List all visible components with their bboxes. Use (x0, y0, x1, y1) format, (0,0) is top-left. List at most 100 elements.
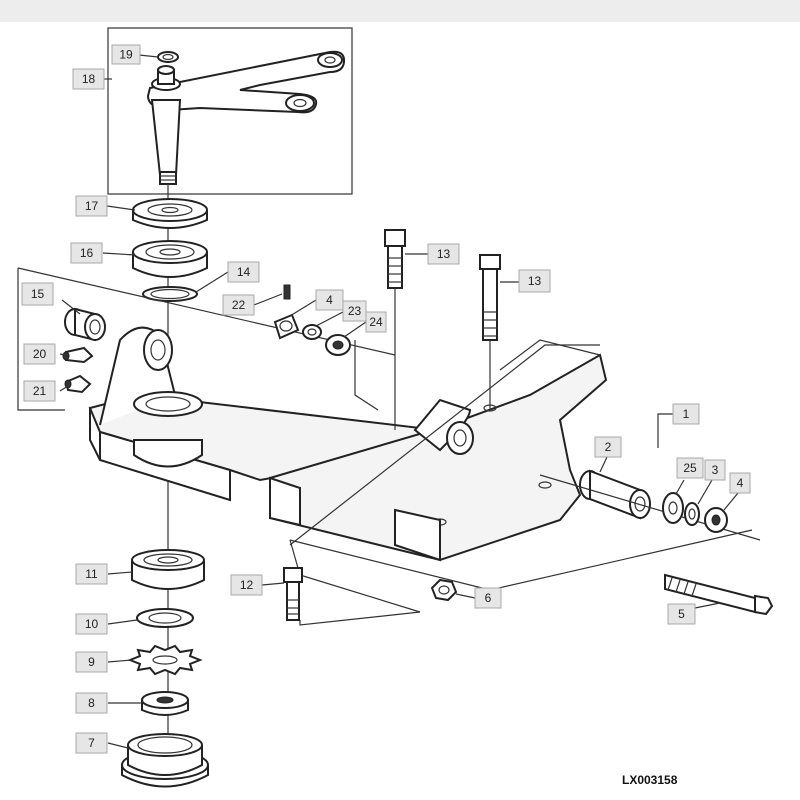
callout-number: 14 (237, 265, 251, 279)
callout-box (75, 651, 108, 673)
callout-box (75, 692, 108, 714)
callout-number: 19 (119, 48, 133, 62)
callout-box (75, 732, 108, 754)
callout-number: 20 (33, 347, 47, 361)
callout-number: 1 (683, 407, 690, 421)
bolt-23 (384, 229, 406, 430)
callout-box (75, 613, 108, 635)
upper-bearing-stack (132, 198, 208, 302)
callout-box (23, 343, 56, 365)
grease-nipple-group (273, 284, 351, 356)
callout-number: 9 (88, 655, 95, 669)
callout-18[interactable]: 18 (72, 68, 105, 90)
callout-box (21, 282, 54, 306)
callout-number: 16 (80, 246, 94, 260)
bolt-24 (479, 254, 501, 410)
callout-box (729, 472, 751, 494)
callout-number: 5 (678, 607, 685, 621)
callout-box (427, 243, 460, 265)
callout-box (704, 459, 726, 481)
callout-box (111, 44, 141, 65)
callout-number: 23 (348, 304, 362, 318)
callout-6[interactable]: 6 (474, 587, 502, 609)
bolt-5 (664, 573, 774, 616)
callout-number: 8 (88, 696, 95, 710)
callout-7[interactable]: 7 (75, 732, 108, 754)
frame-plane-left (17, 268, 65, 411)
callout-25[interactable]: 25 (676, 457, 704, 479)
callout-23[interactable]: 23 (342, 300, 367, 322)
right-axis (539, 474, 761, 541)
callout-19[interactable]: 19 (111, 44, 141, 65)
callout-box (518, 269, 551, 293)
callout-2[interactable]: 2 (594, 436, 622, 458)
callout-number: 11 (85, 567, 98, 581)
callout-number: 24 (369, 315, 383, 329)
callout-number: 25 (683, 461, 697, 475)
callout-17[interactable]: 17 (75, 195, 108, 217)
callout-number: 17 (85, 199, 99, 213)
callout-number: 13 (437, 247, 451, 261)
callout-number: 2 (605, 440, 612, 454)
callout-5[interactable]: 5 (667, 603, 696, 625)
callout-11[interactable]: 11 (75, 563, 108, 585)
callout-box (474, 587, 502, 609)
callout-number: 12 (240, 578, 254, 592)
callout-20[interactable]: 20 (23, 343, 56, 365)
callout-box (672, 403, 700, 425)
callout-number: 6 (485, 591, 492, 605)
callout-number: 15 (31, 287, 45, 301)
bushing-15 (64, 307, 106, 342)
leader-lines (59, 54, 739, 749)
callout-8[interactable]: 8 (75, 692, 108, 714)
callout-9[interactable]: 9 (75, 651, 108, 673)
callout-24[interactable]: 24 (365, 311, 387, 333)
sleeve-2 (579, 469, 651, 520)
hidden (289, 344, 600, 546)
callout-number: 7 (88, 736, 95, 750)
callout-number: 13 (528, 274, 542, 288)
top-bar (0, 0, 800, 22)
callout-number: 21 (33, 384, 47, 398)
callout-16[interactable]: 16 (70, 242, 103, 264)
callout-13[interactable]: 13 (427, 243, 460, 265)
callout-number: 10 (85, 617, 99, 631)
callout-box (342, 300, 367, 322)
callout-number: 4 (737, 476, 744, 490)
callout-box (594, 436, 622, 458)
callout-number: 18 (82, 72, 96, 86)
lower-bearing-stack (121, 549, 209, 788)
callout-box (227, 261, 260, 283)
callout-15[interactable]: 15 (21, 282, 54, 306)
callout-3[interactable]: 3 (704, 459, 726, 481)
callout-box (222, 294, 255, 316)
callout-14[interactable]: 14 (227, 261, 260, 283)
callout-number: 22 (232, 298, 246, 312)
callout-number: 3 (712, 463, 719, 477)
bolt12-leader (299, 611, 421, 626)
callout-13[interactable]: 13 (518, 269, 551, 293)
callout-21[interactable]: 21 (23, 380, 56, 402)
callout-box (75, 195, 108, 217)
callout-4[interactable]: 4 (729, 472, 751, 494)
callout-box (676, 457, 704, 479)
callout-box (667, 603, 696, 625)
callout-1[interactable]: 1 (672, 403, 700, 425)
callout-12[interactable]: 12 (230, 574, 263, 596)
callout-number: 4 (326, 293, 333, 307)
nut-6 (430, 578, 458, 602)
callout-box (315, 289, 344, 311)
callout-box (75, 563, 108, 585)
grease-nipples-13 (62, 346, 94, 394)
main-bracket (88, 326, 608, 562)
bolt-12 (283, 567, 303, 621)
washers-right (662, 492, 728, 533)
frame-plane-mid (354, 340, 379, 411)
callout-4[interactable]: 4 (315, 289, 344, 311)
callout-22[interactable]: 22 (222, 294, 255, 316)
callout-10[interactable]: 10 (75, 613, 108, 635)
callout-box (70, 242, 103, 264)
callout-box (72, 68, 105, 90)
